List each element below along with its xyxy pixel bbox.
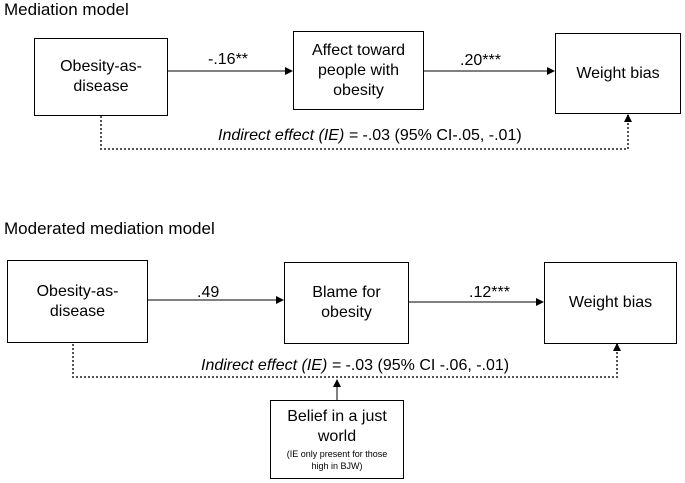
mediation-model-title: Mediation model — [4, 0, 129, 19]
moderator-note: (IE only present for those high in BJW) — [286, 449, 388, 471]
mediation-ie-label: Indirect effect (IE) = — [218, 127, 359, 144]
moderated-ie-value: -.03 (95% CI -.06, -.01) — [341, 357, 510, 374]
mediation-predictor-box: Obesity-as- disease — [34, 38, 168, 116]
moderated-indirect-path — [72, 343, 621, 378]
mediation-indirect-path — [100, 114, 632, 150]
mediation-path-a-coefficient: -.16** — [208, 51, 249, 68]
mediation-indirect-effect: Indirect effect (IE) = -.03 (95% CI-.05,… — [218, 127, 522, 145]
mediation-mediator-box: Affect toward people with obesity — [293, 31, 424, 110]
mediation-path-b-coefficient: .20*** — [460, 52, 501, 69]
moderated-predictor-box: Obesity-as- disease — [7, 260, 148, 343]
moderated-outcome-box: Weight bias — [544, 262, 677, 344]
mediation-ie-value: -.03 (95% CI-.05, -.01) — [358, 127, 522, 144]
moderated-ie-label: Indirect effect (IE) = — [201, 357, 342, 374]
mediation-outcome-box: Weight bias — [555, 33, 681, 114]
moderator-label: Belief in a just world — [287, 408, 387, 446]
moderated-indirect-effect: Indirect effect (IE) = -.03 (95% CI -.06… — [201, 357, 509, 375]
moderated-mediator-box: Blame for obesity — [284, 262, 409, 344]
moderated-path-a-coefficient: .49 — [197, 284, 220, 301]
moderated-path-b-coefficient: .12*** — [469, 284, 510, 301]
moderator-box: Belief in a just world (IE only present … — [270, 400, 404, 479]
moderated-model-title: Moderated mediation model — [4, 219, 215, 238]
